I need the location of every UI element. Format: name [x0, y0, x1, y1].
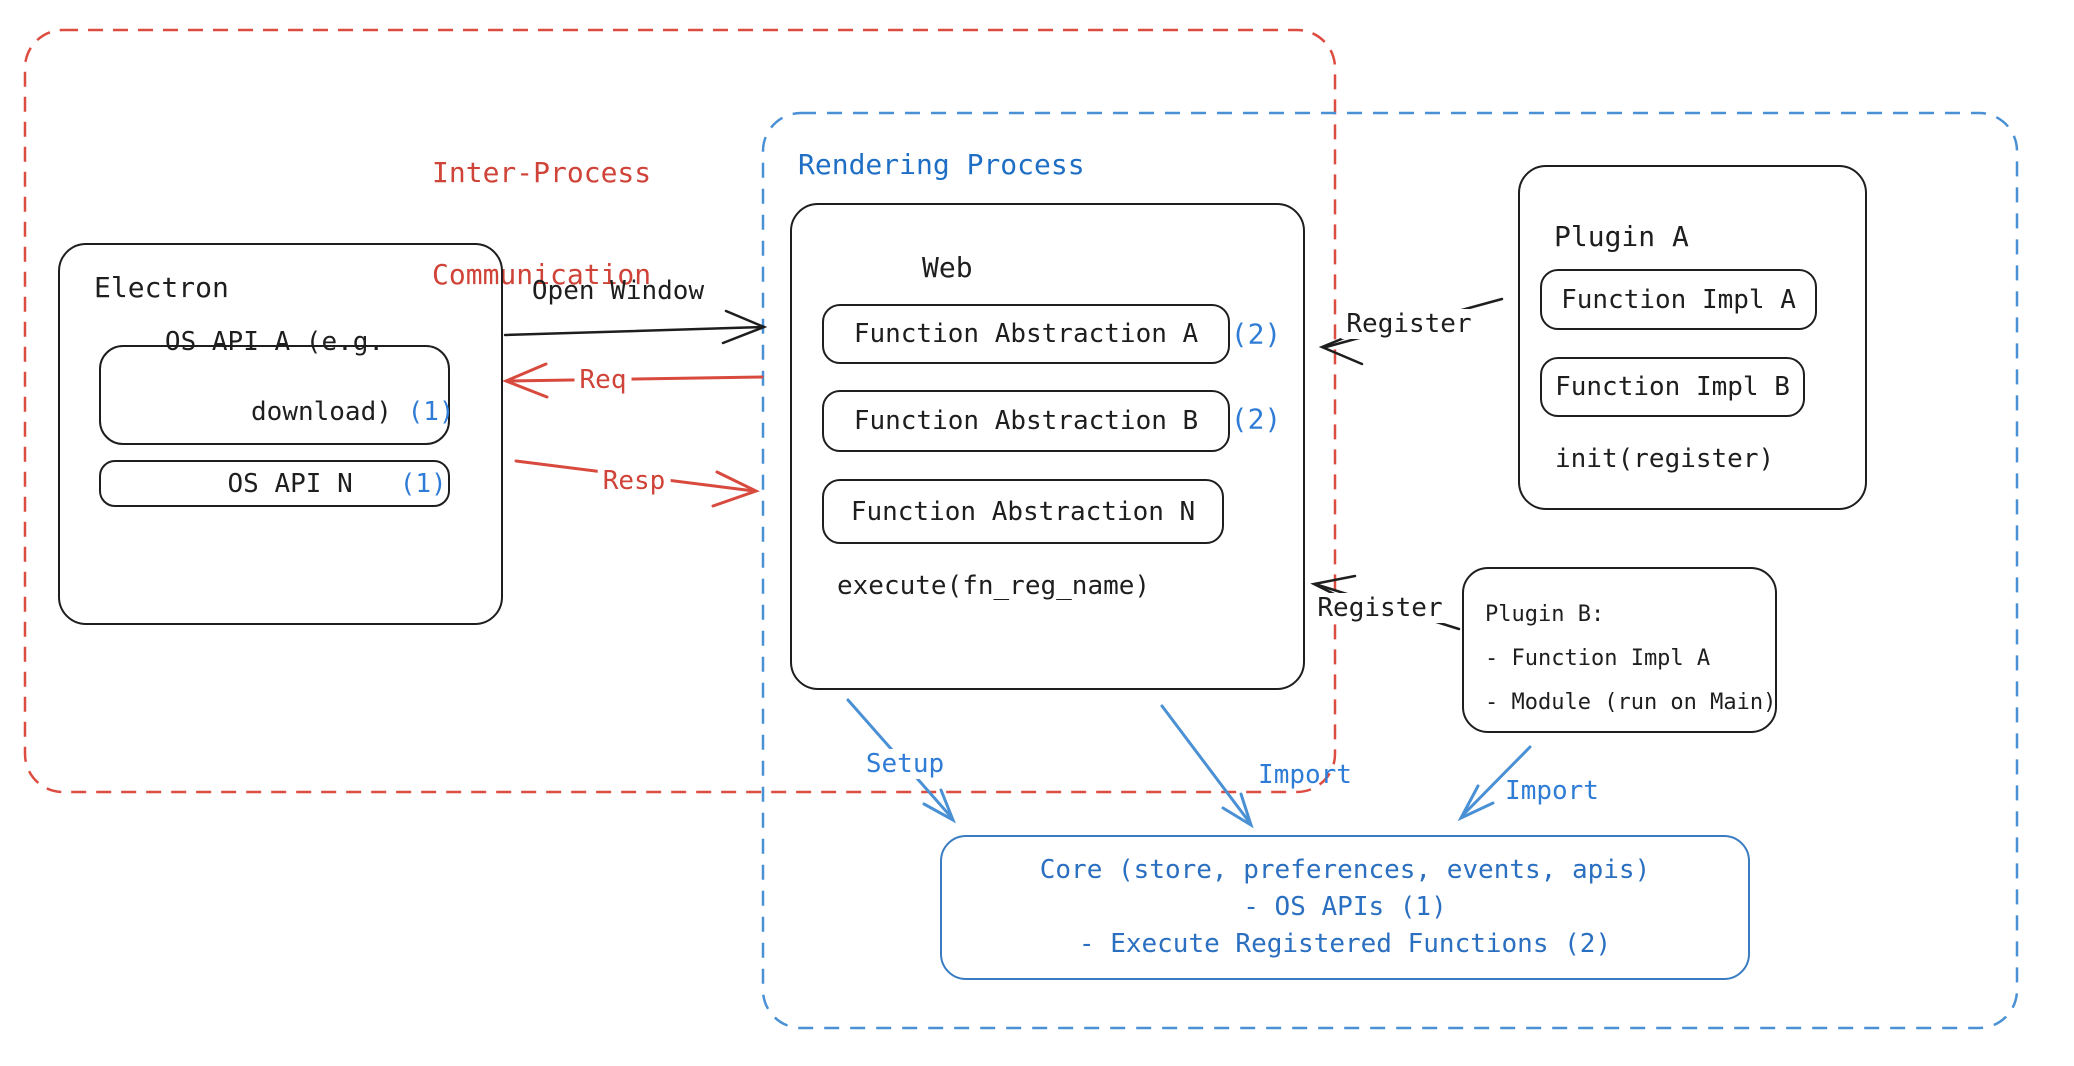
function-abstraction-b-box: Function Abstraction B: [822, 390, 1230, 452]
os-api-a-box: OS API A (e.g. download) (1): [99, 327, 455, 445]
electron-box: Electron OS API A (e.g. download) (1) OS…: [58, 243, 503, 625]
function-abstraction-b-label: Function Abstraction B: [853, 406, 1199, 436]
register-top-label: Register: [1341, 309, 1477, 339]
os-api-a-label-line1: OS API A (e.g.: [164, 327, 385, 357]
plugin-b-box: Plugin B: - Function Impl A - Module (ru…: [1462, 567, 1777, 733]
setup-label: Setup: [860, 749, 950, 779]
plugin-a-box: Plugin A Function Impl A Function Impl B…: [1518, 165, 1867, 510]
req-arrow: [502, 362, 764, 399]
os-api-a-ref: (1): [407, 397, 455, 427]
web-box: Web Function Abstraction A (2) Function …: [790, 203, 1305, 690]
os-api-n-label: OS API N: [227, 468, 353, 499]
init-register-label: init(register): [1555, 444, 1775, 474]
function-abstraction-b-ref: (2): [1230, 402, 1282, 436]
core-item-execute: - Execute Registered Functions (2): [1078, 929, 1612, 959]
core-box: Core (store, preferences, events, apis) …: [940, 835, 1750, 980]
function-impl-b-label: Function Impl B: [1555, 372, 1790, 402]
import-plugin-label: Import: [1505, 776, 1599, 806]
web-title: Web: [922, 251, 973, 284]
req-label: Req: [574, 365, 632, 395]
plugin-b-title: Plugin B:: [1485, 602, 1605, 627]
os-api-n-ref: (1): [399, 468, 447, 499]
import-web-arrow: [1160, 704, 1254, 829]
function-impl-b-box: Function Impl B: [1540, 357, 1805, 417]
os-api-n-box: OS API N (1): [99, 460, 450, 507]
function-abstraction-n-label: Function Abstraction N: [850, 496, 1196, 527]
ipc-label: Inter-Process Communication: [432, 156, 652, 291]
resp-label: Resp: [597, 466, 671, 496]
function-abstraction-n-box: Function Abstraction N: [822, 479, 1224, 544]
function-abstraction-a-label: Function Abstraction A: [853, 319, 1199, 349]
plugin-b-item-module: - Module (run on Main): [1485, 690, 1777, 715]
os-api-a-label-line2: download): [251, 397, 392, 427]
function-impl-a-label: Function Impl A: [1561, 284, 1796, 315]
function-abstraction-a-ref: (2): [1230, 317, 1282, 351]
core-item-os-apis: - OS APIs (1): [1243, 892, 1447, 922]
register-bottom-label: Register: [1312, 593, 1448, 623]
plugin-a-title: Plugin A: [1554, 220, 1689, 253]
electron-title: Electron: [94, 271, 229, 304]
rendering-process-label: Rendering Process: [798, 148, 1085, 181]
plugin-b-item-impl-a: - Function Impl A: [1485, 646, 1711, 671]
function-abstraction-a-box: Function Abstraction A: [822, 304, 1230, 364]
execute-label: execute(fn_reg_name): [837, 571, 1151, 601]
import-web-label: Import: [1258, 760, 1352, 790]
open-window-label: Open Window: [531, 276, 705, 306]
function-impl-a-box: Function Impl A: [1540, 269, 1817, 330]
core-title: Core (store, preferences, events, apis): [1039, 855, 1651, 885]
